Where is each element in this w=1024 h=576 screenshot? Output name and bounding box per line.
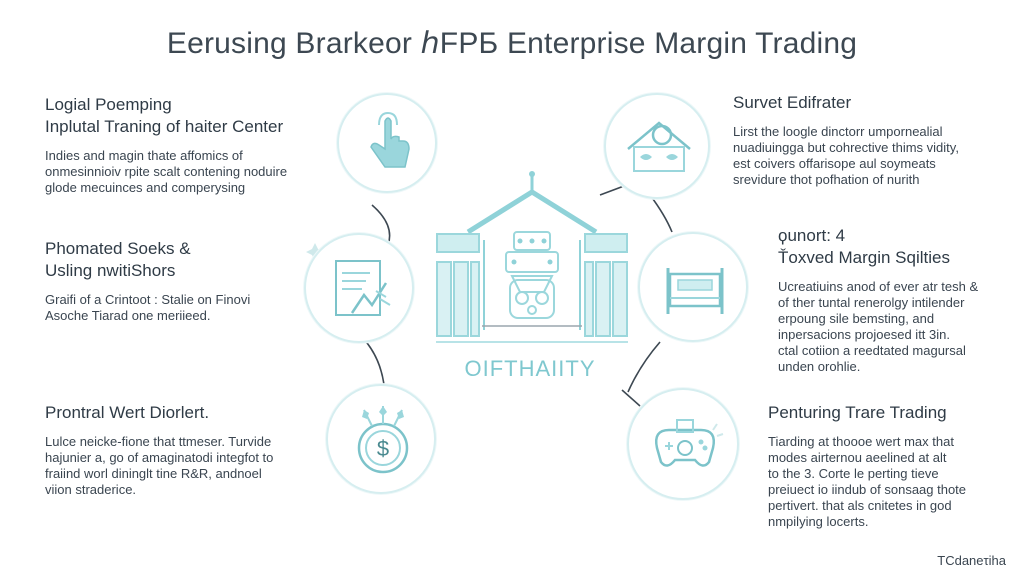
body-line: of ther tuntal renerolgy intilender xyxy=(778,295,965,310)
node-subheading: Ťoxved Margin Sqilties xyxy=(778,248,950,267)
node-subheading: Inplutal Traning of haiter Center xyxy=(45,117,284,136)
node-body: Lulce neicke-fione that ttmeser. Turvide… xyxy=(45,434,325,498)
body-line: Graifi of a Crintoot : Stalie on Finovi xyxy=(45,292,251,307)
node-circle-br xyxy=(627,388,739,500)
node-heading: Logial Poemping xyxy=(45,95,172,114)
body-line: onmesinnioiv rpite scalt contening nodui… xyxy=(45,164,288,179)
node-circle-tr xyxy=(604,93,710,199)
gamepad-icon xyxy=(655,419,724,467)
body-line: pertivert. that als cnitetes in god xyxy=(768,498,952,513)
connector-mr-br xyxy=(627,341,661,393)
node-subheading: Usling nwitiShors xyxy=(45,261,176,280)
body-line: to the 3. Corte le perting tieve xyxy=(768,466,939,481)
body-line: Tiarding at thoooe wert max that xyxy=(768,434,954,449)
house-magnifier-icon xyxy=(627,121,691,172)
node-circle-ml xyxy=(304,233,414,343)
connector-center-br xyxy=(621,389,641,407)
watermark: TCdaneτiha xyxy=(937,553,1006,568)
body-line: unden orohlie. xyxy=(778,359,861,374)
node-heading: Survet Edifrater xyxy=(733,93,852,112)
body-line: nmpilying locerts. xyxy=(768,514,869,529)
svg-text:$: $ xyxy=(377,436,389,461)
body-line: inpersacions projoesed itt 3in. xyxy=(778,327,950,342)
text-block-bl: Prontral Wert Diorlert. Lulce neicke-fio… xyxy=(45,402,325,498)
node-body: Indies and magin thate affomics of onmes… xyxy=(45,148,335,196)
body-line: est coivers offarisope aul soymeats xyxy=(733,156,936,171)
node-circle-bl: $ xyxy=(326,384,436,494)
text-block-mr: ϙunort: 4 Ťoxved Margin Sqilties Ucreati… xyxy=(778,225,1013,375)
body-line: preiuect io iindub of sonsaag thote xyxy=(768,482,967,497)
text-block-tr: Survet Edifrater Lirst the loogle dincto… xyxy=(733,92,1013,188)
text-block-br: Penturing Trare Trading Tiarding at thoo… xyxy=(768,402,1013,530)
page-title: Eerusing Brarkeor ℎFPБ Enterprise Margin… xyxy=(166,27,858,60)
node-body: Lirst the loogle dinctorr umpornealial n… xyxy=(733,124,1013,188)
body-line: Indies and magin thate affomics of xyxy=(45,148,243,163)
body-line: fraiind worl dininglt tine R&R, andnoel xyxy=(45,466,262,481)
body-line: Asoche Tiarad one meriieed. xyxy=(45,308,211,323)
body-line: viion straderice. xyxy=(45,482,137,497)
node-heading: Penturing Trare Trading xyxy=(768,403,947,422)
body-line: erpoung sile bemsting, and xyxy=(778,311,935,326)
document-chart-icon xyxy=(335,260,391,316)
body-line: ctal cotiion a reedtated magursal xyxy=(778,343,966,358)
bed-frame-icon xyxy=(666,268,724,314)
node-body: Graifi of a Crintoot : Stalie on Finovi … xyxy=(45,292,305,324)
body-line: Lulce neicke-fione that ttmeser. Turvide xyxy=(45,434,272,449)
node-body: Ucreatiuins anod of ever atr tesh & of t… xyxy=(778,279,1013,375)
node-heading: Phomated Soeks & xyxy=(45,239,191,258)
center-caption: OIFTHAIITY xyxy=(464,356,596,381)
node-heading: ϙunort: 4 xyxy=(778,226,846,245)
body-line: hajunier a, go of amaginatodi integfot t… xyxy=(45,450,274,465)
node-heading: Prontral Wert Diorlert. xyxy=(45,403,210,422)
body-line: nuadiuingga but cohrective thims vidity, xyxy=(733,140,959,155)
body-line: Ucreatiuins anod of ever atr tesh & xyxy=(778,279,979,294)
hand-pointer-icon xyxy=(370,111,410,168)
dollar-coin-icon: $ xyxy=(357,406,409,474)
node-body: Tiarding at thoooe wert max that modes a… xyxy=(768,434,1013,530)
node-circle-tl xyxy=(337,93,437,193)
text-block-ml: Phomated Soeks & Usling nwitiShors Graif… xyxy=(45,238,305,324)
body-line: srevidure thot pofhation of nurith xyxy=(733,172,920,187)
body-line: Lirst the loogle dinctorr umpornealial xyxy=(733,124,943,139)
node-circle-mr xyxy=(638,232,748,342)
body-line: modes airternou aeelined at alt xyxy=(768,450,947,465)
sparkle-icon xyxy=(306,243,324,261)
body-line: glode mecuinces and comperysing xyxy=(45,180,246,195)
center-building-icon xyxy=(436,171,628,343)
text-block-tl: Logial Poemping Inplutal Traning of hait… xyxy=(45,94,335,196)
